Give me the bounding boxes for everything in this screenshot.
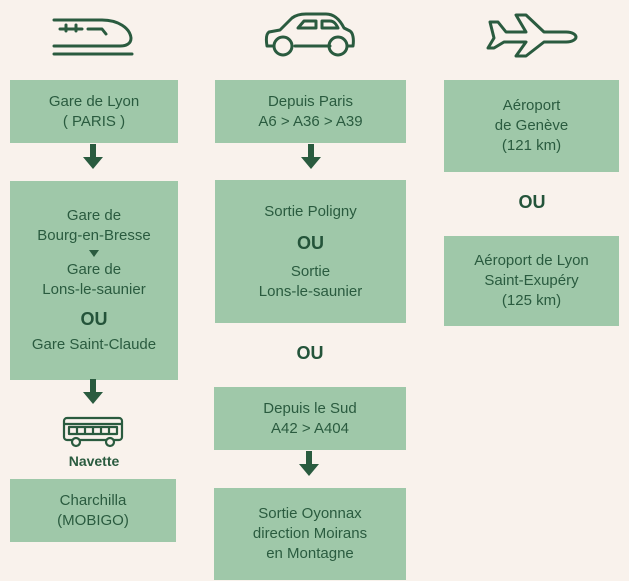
box-text: (121 km)	[501, 137, 562, 154]
box-text: Gare de Lyon	[48, 92, 140, 110]
box-text: Sortie Oyonnax	[258, 505, 362, 522]
box-text: Aéroport	[502, 97, 561, 114]
ou-label: OU	[518, 192, 546, 212]
box-text: Gare de	[66, 261, 122, 278]
train-icon	[52, 14, 134, 56]
shuttle-label: Navette	[68, 453, 120, 469]
box-text: direction Moirans	[252, 525, 368, 542]
box-text: Gare Saint-Claude	[31, 336, 157, 353]
plane-icon	[486, 12, 578, 58]
charchilla-box: Charchilla (MOBIGO)	[10, 479, 176, 542]
box-text: (MOBIGO)	[57, 511, 129, 529]
down-arrow	[82, 379, 104, 405]
bus-icon	[62, 416, 124, 448]
box-text: Aéroport de Lyon	[474, 252, 589, 269]
ou-label: OU	[296, 343, 324, 363]
box-text: Bourg-en-Bresse	[37, 227, 151, 244]
box-text: Sortie Poligny	[264, 202, 357, 220]
box-text: en Montagne	[266, 545, 354, 562]
box-text: Lons-le-saunier	[42, 281, 146, 298]
gare-de-lyon-box: Gare de Lyon ( PARIS )	[10, 80, 178, 143]
sortie-oyonnax-box: Sortie Oyonnax direction Moirans en Mont…	[214, 488, 406, 580]
small-down-arrow	[89, 250, 99, 257]
car-icon	[264, 12, 356, 58]
box-text: Sortie	[290, 262, 331, 280]
box-text: Depuis Paris	[267, 92, 354, 110]
box-text: ( PARIS )	[62, 112, 126, 130]
box-text: Lons-le-saunier	[258, 282, 363, 300]
box-text: de Genève	[494, 117, 569, 134]
down-arrow	[82, 144, 104, 170]
lyon-airport-box: Aéroport de Lyon Saint-Exupéry (125 km)	[444, 236, 619, 326]
down-arrow	[300, 144, 322, 170]
geneve-airport-box: Aéroport de Genève (121 km)	[444, 80, 619, 172]
depuis-paris-box: Depuis Paris A6 > A36 > A39	[215, 80, 406, 143]
depuis-le-sud-box: Depuis le Sud A42 > A404	[214, 387, 406, 450]
box-text: Gare de	[66, 207, 122, 224]
sortie-box: Sortie Poligny OU Sortie Lons-le-saunier	[215, 180, 406, 323]
train-stations-box: Gare de Bourg-en-Bresse Gare de Lons-le-…	[10, 181, 178, 380]
box-text: Charchilla	[59, 491, 127, 509]
ou-label: OU	[297, 232, 324, 253]
box-text: A42 > A404	[271, 419, 349, 437]
box-text: A6 > A36 > A39	[258, 112, 363, 130]
down-arrow	[298, 451, 320, 477]
ou-label: OU	[80, 309, 108, 329]
box-text: Depuis le Sud	[263, 399, 357, 417]
box-text: (125 km)	[501, 292, 562, 309]
box-text: Saint-Exupéry	[484, 272, 579, 289]
